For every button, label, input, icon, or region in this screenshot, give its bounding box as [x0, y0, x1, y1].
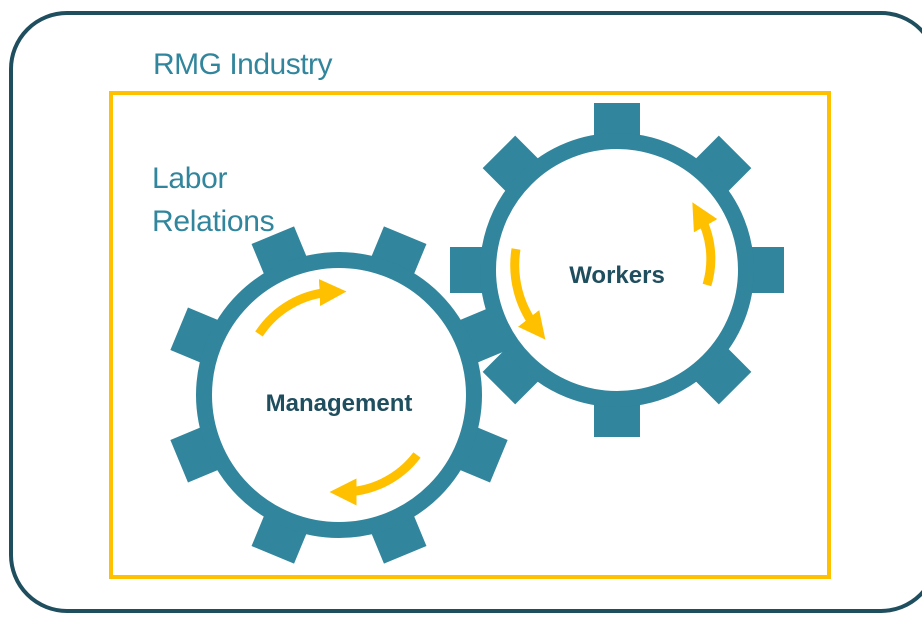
- outer-frame: [9, 11, 922, 613]
- workers-gear-tooth: [450, 247, 486, 293]
- workers-label: Workers: [569, 262, 665, 289]
- labor-relations-line-1: Labor: [152, 162, 228, 195]
- workers-gear-tooth: [482, 346, 541, 405]
- workers-gear-tooth: [693, 135, 752, 194]
- industry-label: RMG Industry: [153, 48, 333, 81]
- workers-gear-tooth: [748, 247, 784, 293]
- workers-gear-tooth: [693, 346, 752, 405]
- industry-box: [109, 91, 831, 579]
- workers-arrow-left: [510, 248, 546, 340]
- management-arrow-bottom: [329, 452, 421, 506]
- management-label: Management: [265, 390, 413, 417]
- workers-gear-ring: [480, 133, 754, 407]
- labor-relations-line-2: Relations: [152, 205, 275, 238]
- workers-gear: [450, 103, 784, 437]
- management-gear: [170, 226, 508, 564]
- workers-gear-teeth: [450, 103, 784, 437]
- labor-relations-label: Labor Relations: [152, 157, 275, 243]
- workers-gear-tooth: [482, 135, 541, 194]
- management-arrow-top: [255, 279, 347, 337]
- workers-arrow-right: [692, 202, 718, 287]
